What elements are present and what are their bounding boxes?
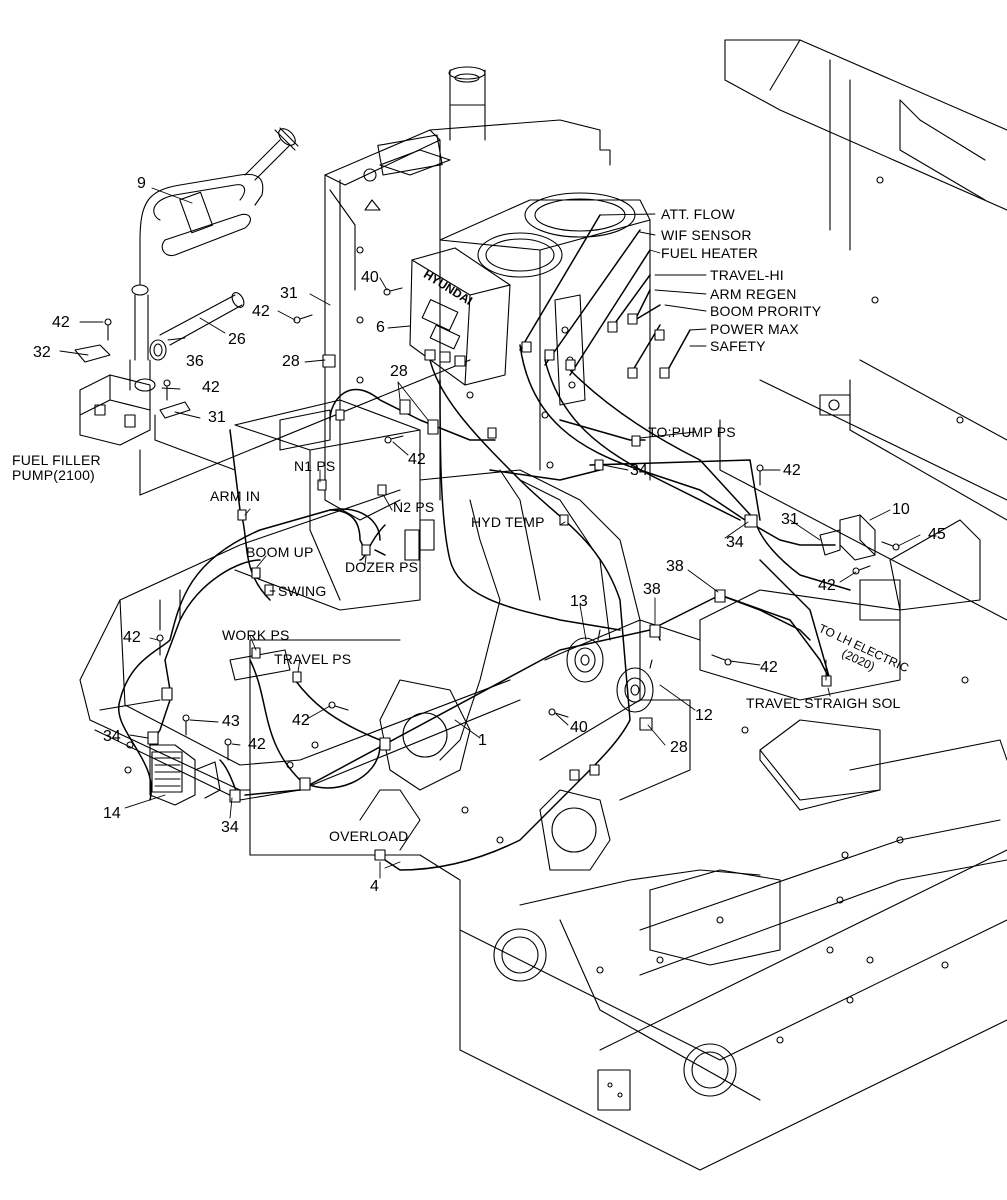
label-power-max: POWER MAX — [710, 321, 799, 337]
mount-holes — [356, 176, 969, 1044]
label-work-ps: WORK PS — [222, 627, 290, 643]
part-number-28: 28 — [670, 739, 688, 756]
part-number-40: 40 — [361, 269, 379, 286]
label-fuel-filler-pump: FUEL FILLER PUMP(2100) — [12, 452, 101, 484]
part-number-1: 1 — [478, 732, 487, 749]
label-dozer-ps: DOZER PS — [345, 559, 419, 575]
label-boom-prority: BOOM PRORITY — [710, 303, 822, 319]
label-arm-regen: ARM REGEN — [710, 286, 797, 302]
left-deck — [79, 489, 521, 801]
part-number-42: 42 — [248, 736, 266, 753]
label-overload: OVERLOAD — [329, 828, 409, 844]
part-number-31: 31 — [280, 285, 298, 302]
label-travel-hi: TRAVEL-HI — [710, 267, 784, 283]
part-number-45: 45 — [928, 526, 946, 543]
part-number-42: 42 — [123, 629, 141, 646]
part-number-40: 40 — [570, 719, 588, 736]
label-hyd-temp: HYD TEMP — [471, 514, 545, 530]
part-number-42: 42 — [783, 462, 801, 479]
mcu-module — [409, 247, 511, 386]
part-number-28: 28 — [390, 363, 408, 380]
label-n2-ps: N2 PS — [393, 499, 435, 515]
connectors — [147, 313, 832, 861]
label-n1-ps: N1 PS — [294, 458, 336, 474]
lower-frame — [249, 589, 1007, 1171]
part-number-4: 4 — [370, 878, 379, 895]
leader-lines — [59, 187, 921, 879]
part-number-28: 28 — [282, 353, 300, 370]
label-boom-up: BOOM UP — [246, 544, 314, 560]
part-number-42: 42 — [760, 659, 778, 676]
label-wif-sensor: WIF SENSOR — [661, 227, 752, 243]
label-to-pump-ps: TO:PUMP PS — [648, 424, 736, 440]
part-number-26: 26 — [228, 331, 246, 348]
part-number-42: 42 — [202, 379, 220, 396]
part-number-34: 34 — [726, 534, 744, 551]
label-travel-ps: TRAVEL PS — [274, 651, 352, 667]
part-number-32: 32 — [33, 344, 51, 361]
part-number-31: 31 — [208, 409, 226, 426]
part-number-42: 42 — [292, 712, 310, 729]
part-number-34: 34 — [630, 462, 648, 479]
fuel-tank — [329, 189, 651, 481]
part-number-9: 9 — [137, 175, 146, 192]
label-travel-straigh-sol: TRAVEL STRAIGH SOL — [746, 695, 901, 711]
part-number-10: 10 — [892, 501, 910, 518]
part-number-42: 42 — [252, 303, 270, 320]
part-number-42: 42 — [52, 314, 70, 331]
travel-alarm — [149, 744, 221, 806]
label-arm-in: ARM IN — [210, 488, 261, 504]
label-swing: SWING — [278, 583, 327, 599]
part-number-12: 12 — [695, 707, 713, 724]
part-number-38: 38 — [666, 558, 684, 575]
controller-box — [234, 399, 435, 611]
part-number-14: 14 — [103, 805, 121, 822]
bolts — [104, 287, 900, 761]
label-fuel-heater: FUEL HEATER — [661, 245, 759, 261]
label-att-flow: ATT. FLOW — [661, 206, 735, 222]
part-number-42: 42 — [818, 577, 836, 594]
part-number-42: 42 — [408, 451, 426, 468]
part-number-6: 6 — [376, 319, 385, 336]
part-number-34: 34 — [103, 728, 121, 745]
relay-10 — [819, 514, 876, 561]
upper-frame-outline — [719, 39, 1007, 621]
label-safety: SAFETY — [710, 338, 766, 354]
part-number-34: 34 — [221, 819, 239, 836]
horns — [566, 629, 654, 713]
part-number-43: 43 — [222, 713, 240, 730]
part-number-36: 36 — [186, 353, 204, 370]
part-number-31: 31 — [781, 511, 799, 528]
part-number-38: 38 — [643, 581, 661, 598]
part-number-13: 13 — [570, 593, 588, 610]
